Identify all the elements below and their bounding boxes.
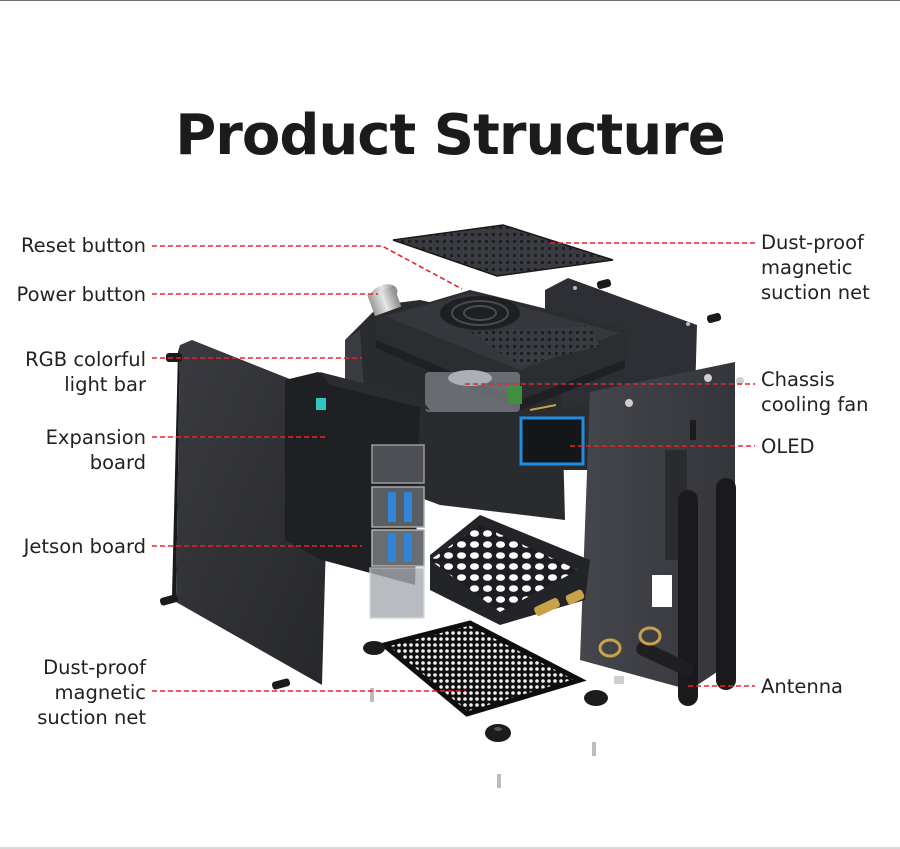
bottom-dust-net-part <box>378 620 587 717</box>
label-power-button: Power button <box>16 283 146 306</box>
label-jetson-board: Jetson board <box>23 535 146 558</box>
label-bottom-dust-net: Dust-proof magnetic suction net <box>37 656 146 729</box>
bottom-border <box>0 847 900 849</box>
antenna-part <box>598 478 736 706</box>
drive-tray-part <box>430 515 590 625</box>
jetson-board-part <box>285 372 430 619</box>
cooling-fan-part <box>425 370 522 412</box>
label-rgb-light-bar: RGB colorful light bar <box>25 348 146 396</box>
label-reset-button: Reset button <box>21 234 146 257</box>
top-dust-net-part <box>392 224 614 277</box>
label-antenna: Antenna <box>761 675 844 698</box>
label-top-dust-net: Dust-proof magnetic suction net <box>761 231 870 304</box>
feet-and-screws-part <box>159 278 722 788</box>
label-expansion-board: Expansion board <box>45 426 146 474</box>
page-title: Product Structure <box>175 102 726 168</box>
top-border <box>0 0 900 1</box>
label-oled: OLED <box>761 435 815 458</box>
label-chassis-cooling-fan: Chassis cooling fan <box>761 368 869 416</box>
top-fan-tray-part <box>376 290 632 410</box>
oled-part <box>519 404 592 470</box>
